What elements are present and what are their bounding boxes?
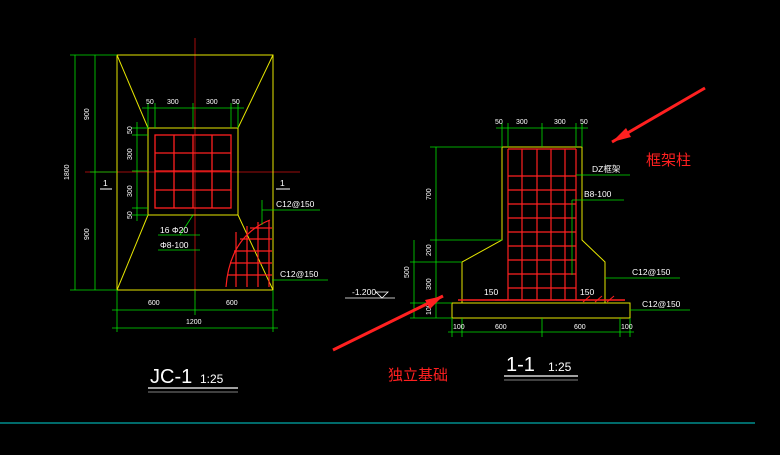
plan-dim-top-2: 300 xyxy=(167,99,179,106)
section-title: 1-1 xyxy=(506,354,535,376)
section-dim-left-2: 200 xyxy=(426,244,433,256)
plan-dim-lines-top xyxy=(142,103,244,128)
section-dim-bottom-1: 100 xyxy=(453,324,465,331)
section-cover-left: 150 xyxy=(484,287,498,297)
section-dim-bottom-4: 100 xyxy=(621,324,633,331)
section-column-rebar xyxy=(495,148,590,301)
plan-taper-line xyxy=(116,214,149,291)
annotations: 框架柱 独立基础 xyxy=(332,86,706,384)
plan-stirrup-label: Φ8-100 xyxy=(160,240,189,250)
section-column-label: DZ框架 xyxy=(592,164,621,174)
section-dim-bottom-2: 600 xyxy=(495,324,507,331)
plan-dim-side-3: 300 xyxy=(127,185,134,197)
plan-dim-lines-side xyxy=(132,122,148,221)
section-dim-top-2: 300 xyxy=(516,119,528,126)
section-mesh-hatch xyxy=(582,295,615,303)
plan-dim-left-upper: 900 xyxy=(84,108,91,120)
section-dim-lines-top xyxy=(496,123,588,147)
plan-section-marker-left: 1 xyxy=(103,178,108,188)
plan-mesh-label-1: C12@150 xyxy=(276,199,315,209)
section-dim-left-1: 700 xyxy=(426,188,433,200)
section-mesh-label-2: C12@150 xyxy=(642,299,681,309)
section-dim-left-4: 300 xyxy=(426,278,433,290)
plan-title: JC-1 xyxy=(150,366,192,388)
section-dim-left-3: 500 xyxy=(404,266,411,278)
plan-main-rebar-label: 16 Φ20 xyxy=(160,225,188,235)
annotation-frame-column: 框架柱 xyxy=(646,151,691,169)
plan-mesh-label-2: C12@150 xyxy=(280,269,319,279)
section-dim-left-5: 100 xyxy=(426,303,433,315)
plan-dim-side-1: 50 xyxy=(127,126,134,134)
section-view: 50 300 300 50 700 200 500 300 100 DZ框架 xyxy=(345,119,690,381)
plan-dim-top-3: 300 xyxy=(206,99,218,106)
section-dim-top-3: 300 xyxy=(554,119,566,126)
plan-dim-lines-bottom xyxy=(112,290,278,332)
section-label-leaders xyxy=(571,174,690,311)
section-elevation-mark: -1.200 xyxy=(345,287,395,299)
section-title-scale: 1:25 xyxy=(548,360,572,374)
section-dim-lines-left xyxy=(410,146,502,319)
plan-view: 900 1800 900 50 300 300 50 50 300 300 50 xyxy=(64,38,328,393)
section-dim-top-4: 50 xyxy=(580,119,588,126)
plan-dim-left-total: 1800 xyxy=(64,164,71,180)
annotation-isolated-footing: 独立基础 xyxy=(388,366,448,384)
plan-column-rebar xyxy=(154,134,232,209)
plan-dim-side-2: 300 xyxy=(127,148,134,160)
plan-section-marker-right: 1 xyxy=(280,178,285,188)
section-dim-bottom-3: 600 xyxy=(574,324,586,331)
plan-dim-lines-left xyxy=(70,54,117,291)
plan-title-scale: 1:25 xyxy=(200,372,224,386)
section-elevation-label: -1.200 xyxy=(352,287,376,297)
arrow-isolated-footing xyxy=(332,294,444,352)
plan-label-leaders xyxy=(158,200,328,281)
plan-dim-top-1: 50 xyxy=(146,99,154,106)
plan-dim-bottom-total: 1200 xyxy=(186,319,202,326)
section-dim-top-1: 50 xyxy=(495,119,503,126)
plan-dim-left-lower: 900 xyxy=(84,228,91,240)
plan-taper-line xyxy=(237,214,274,291)
section-dim-lines-bottom xyxy=(448,318,634,337)
plan-dim-side-4: 50 xyxy=(127,211,134,219)
section-cover-right: 150 xyxy=(580,287,594,297)
plan-taper-line xyxy=(237,54,274,129)
plan-dim-bottom-1: 600 xyxy=(148,300,160,307)
plan-taper-line xyxy=(116,54,149,129)
section-mesh-label-1: C12@150 xyxy=(632,267,671,277)
section-stirrup-label: B8-100 xyxy=(584,189,612,199)
plan-dim-top-4: 50 xyxy=(232,99,240,106)
plan-dim-bottom-2: 600 xyxy=(226,300,238,307)
arrow-head-frame-column xyxy=(612,128,631,142)
plan-footing-mesh xyxy=(225,219,272,288)
arrow-head-isolated-footing xyxy=(425,296,443,309)
